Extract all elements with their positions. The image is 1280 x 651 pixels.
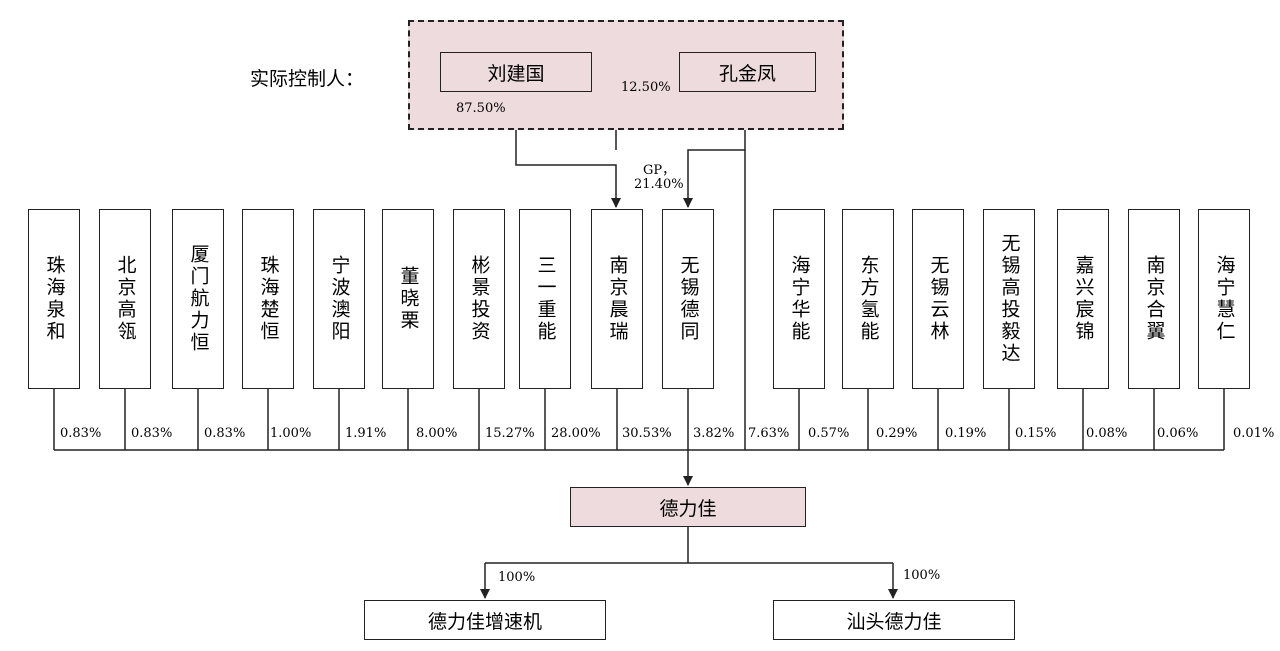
shareholder-pct: 0.08% [1086, 426, 1128, 441]
shareholder-box: 南京晨瑞 [591, 209, 643, 389]
shareholder-name: 嘉兴宸锦 [1072, 255, 1095, 343]
shareholder-pct: 0.06% [1157, 426, 1199, 441]
shareholder-box: 三一重能 [519, 209, 571, 389]
shareholder-pct: 1.91% [345, 426, 387, 441]
shareholder-pct: 0.19% [945, 426, 987, 441]
shareholder-box: 海宁华能 [773, 209, 825, 389]
subsidiary-pct-1: 100% [498, 570, 536, 585]
shareholder-box: 东方氢能 [842, 209, 894, 389]
liu-pct-label: 87.50% [456, 101, 506, 116]
shareholder-box: 无锡德同 [662, 209, 714, 389]
subsidiary-pct-2: 100% [903, 568, 941, 583]
shareholder-pct: 0.83% [131, 426, 173, 441]
shareholder-name: 彬景投资 [468, 255, 491, 343]
shareholder-pct: 30.53% [622, 426, 672, 441]
shareholder-name: 南京晨瑞 [606, 255, 629, 343]
shareholder-box: 珠海泉和 [28, 209, 80, 389]
shareholder-box: 宁波澳阳 [313, 209, 365, 389]
shareholder-box: 珠海楚恒 [242, 209, 294, 389]
shareholder-name: 董晓栗 [397, 266, 420, 332]
shareholder-pct: 0.01% [1233, 426, 1275, 441]
shareholder-name: 无锡云林 [927, 255, 950, 343]
shareholder-name: 东方氢能 [857, 255, 880, 343]
shareholder-pct: 0.83% [204, 426, 246, 441]
shareholder-name: 南京合翼 [1143, 255, 1166, 343]
gp-pct-label: 21.40% [634, 177, 684, 192]
company-box: 德力佳 [570, 487, 806, 527]
shareholder-box: 无锡云林 [912, 209, 964, 389]
shareholder-name: 海宁华能 [788, 255, 811, 343]
shareholder-pct: 1.00% [270, 426, 312, 441]
shareholder-box: 董晓栗 [382, 209, 434, 389]
shareholder-name: 无锡德同 [677, 255, 700, 343]
shareholder-name: 厦门航力恒 [187, 244, 210, 354]
actual-controller-label: 实际控制人： [250, 68, 365, 90]
kong-direct-pct: 7.63% [748, 426, 790, 441]
shareholder-name: 珠海泉和 [43, 255, 66, 343]
kong-pct-label: 12.50% [621, 80, 671, 95]
person-kong-jinfeng: 孔金凤 [679, 52, 816, 92]
shareholder-pct: 28.00% [551, 426, 601, 441]
shareholder-pct: 0.57% [808, 426, 850, 441]
shareholder-pct: 0.15% [1015, 426, 1057, 441]
shareholder-name: 无锡高投毅达 [998, 233, 1021, 365]
shareholder-box: 厦门航力恒 [172, 209, 224, 389]
shareholder-pct: 8.00% [416, 426, 458, 441]
shareholder-name: 宁波澳阳 [328, 255, 351, 343]
shareholder-pct: 0.29% [876, 426, 918, 441]
shareholder-name: 海宁慧仁 [1213, 255, 1236, 343]
shareholder-pct: 15.27% [485, 426, 535, 441]
shareholder-box: 南京合翼 [1128, 209, 1180, 389]
shareholder-name: 北京高瓴 [114, 255, 137, 343]
shareholder-box: 彬景投资 [453, 209, 505, 389]
person-liu-jianguo: 刘建国 [440, 52, 592, 92]
subsidiary-box-1: 德力佳增速机 [364, 600, 606, 640]
shareholder-drop-lines [53, 389, 1225, 450]
shareholder-name: 珠海楚恒 [257, 255, 280, 343]
shareholder-box: 海宁慧仁 [1198, 209, 1250, 389]
shareholder-pct: 3.82% [693, 426, 735, 441]
gp-label: GP， [643, 163, 676, 178]
shareholder-name: 三一重能 [534, 255, 557, 343]
shareholder-box: 嘉兴宸锦 [1057, 209, 1109, 389]
shareholder-pct: 0.83% [60, 426, 102, 441]
shareholder-box: 北京高瓴 [99, 209, 151, 389]
shareholder-box: 无锡高投毅达 [983, 209, 1035, 389]
subsidiary-box-2: 汕头德力佳 [773, 600, 1015, 640]
